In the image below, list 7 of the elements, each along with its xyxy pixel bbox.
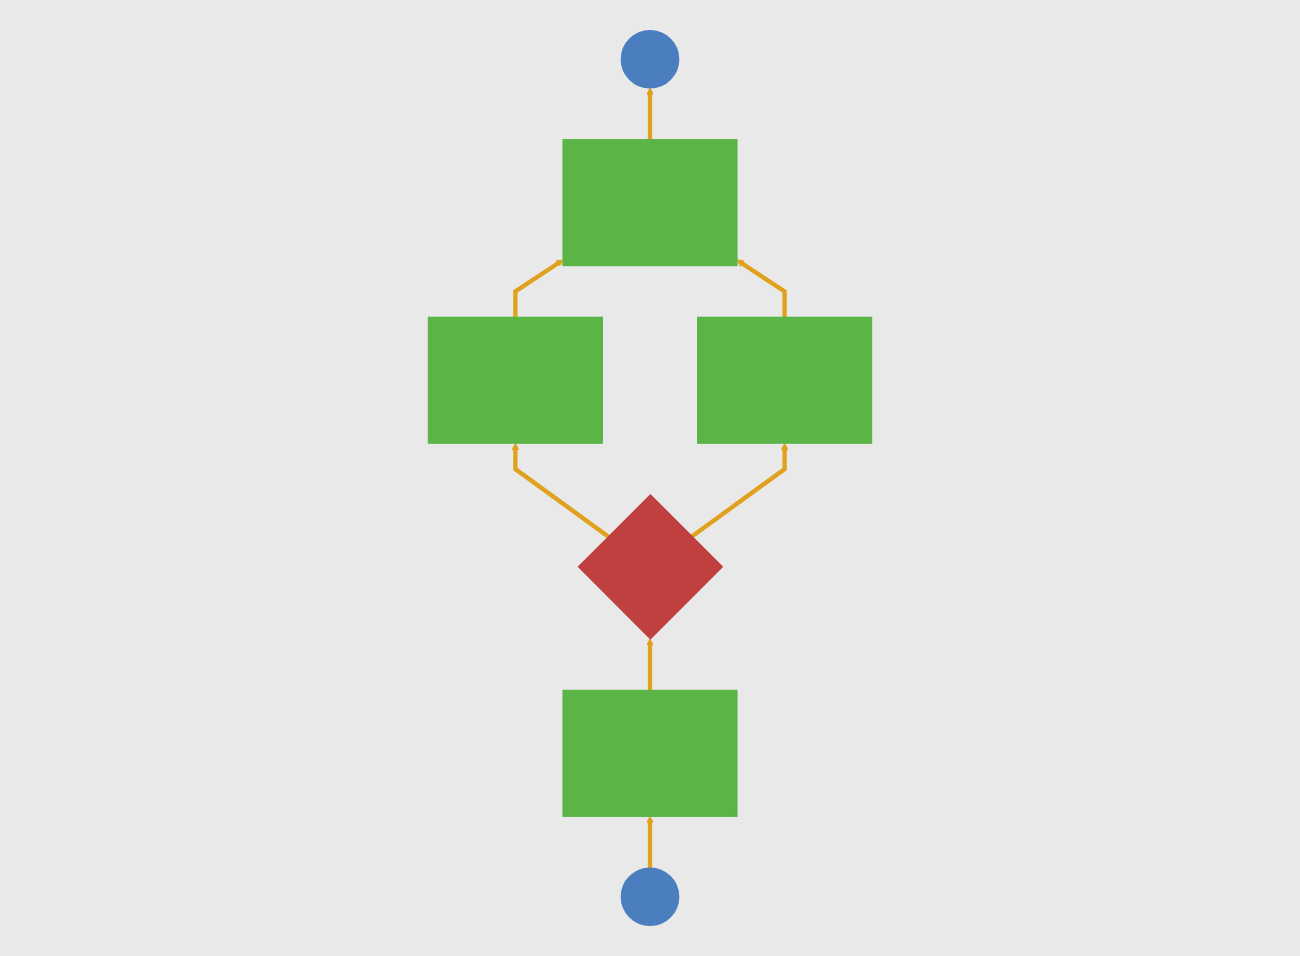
arrow [690,442,789,539]
arrow [646,638,654,691]
arrow [511,442,610,539]
arrow [646,815,654,869]
arrow [736,259,787,318]
arrow [513,259,564,318]
arrow [646,87,654,140]
